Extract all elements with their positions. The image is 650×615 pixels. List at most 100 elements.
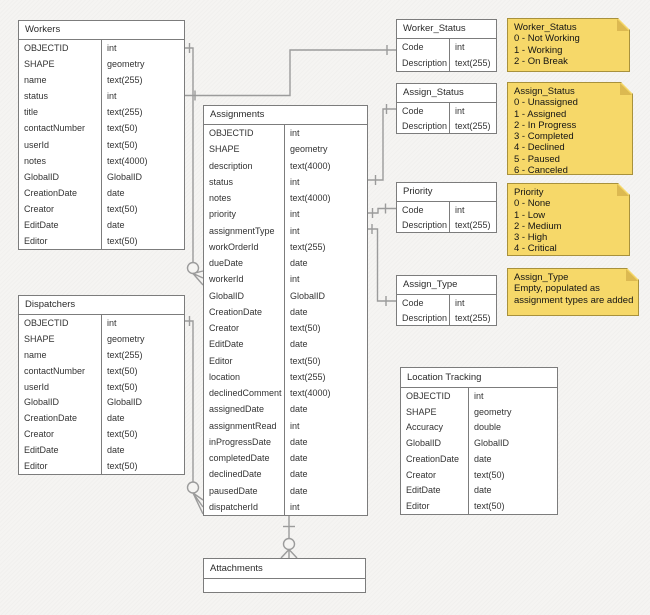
table-row: declinedDate date [204, 466, 367, 482]
field-name: Code [402, 204, 424, 215]
field-type: text(255) [455, 219, 491, 230]
note-line: assignment types are added [514, 294, 634, 306]
table-row: Creator text(50) [401, 467, 557, 483]
table-row: Creator text(50) [19, 426, 184, 442]
field-type: int [290, 274, 300, 285]
note-line: 0 - Unassigned [514, 97, 578, 109]
field-type: int [290, 420, 300, 431]
field-type: text(50) [474, 501, 505, 512]
field-type: text(50) [107, 139, 138, 150]
field-type: int [290, 176, 300, 187]
note-line: 3 - Completed [514, 131, 574, 143]
note-line: Priority [514, 187, 544, 198]
field-type: int [455, 105, 465, 116]
field-type: date [107, 219, 125, 230]
field-type: text(50) [290, 355, 321, 366]
field-name: contactNumber [24, 365, 86, 376]
field-type: GlobalID [107, 171, 143, 182]
field-name: pausedDate [209, 485, 258, 496]
field-name: declinedDate [209, 469, 262, 480]
field-type: text(50) [107, 429, 138, 440]
connector-assignments-assign-status[interactable] [368, 104, 396, 185]
field-type: text(50) [107, 235, 138, 246]
field-type: int [290, 128, 300, 139]
field-name: GlobalID [24, 397, 60, 408]
connector-workers-worker-status[interactable] [185, 45, 396, 101]
field-name: contactNumber [24, 123, 86, 134]
field-name: EditDate [209, 339, 244, 350]
field-name: Accuracy [406, 422, 444, 433]
connector-assignments-priority[interactable] [368, 203, 396, 219]
field-type: date [107, 413, 125, 424]
field-type: text(50) [290, 323, 321, 334]
entity-title: Location Tracking [401, 368, 557, 388]
note-line: 0 - None [514, 198, 551, 210]
entity-title: Workers [19, 21, 184, 40]
field-type: int [290, 209, 300, 220]
field-list [204, 579, 365, 592]
field-type: text(255) [107, 75, 143, 86]
field-name: Creator [24, 429, 55, 440]
field-name: GlobalID [24, 171, 60, 182]
field-type: GlobalID [290, 290, 326, 301]
entity-attachments[interactable]: Attachments [203, 558, 366, 593]
field-type: date [290, 469, 308, 480]
field-name: declinedComment [209, 388, 282, 399]
field-type: GlobalID [474, 438, 510, 449]
crow-foot [192, 492, 204, 515]
field-name: OBJECTID [24, 317, 69, 328]
field-name: CreationDate [24, 413, 78, 424]
connector-assignments-assign-type[interactable] [368, 224, 396, 306]
connector-workers-assignments[interactable] [185, 43, 204, 286]
field-name: Creator [406, 469, 437, 480]
field-name: status [24, 91, 49, 102]
field-type: text(255) [107, 107, 143, 118]
field-name: Description [402, 120, 448, 131]
field-name: SHAPE [209, 144, 240, 155]
note-line: 2 - On Break [514, 55, 568, 67]
field-name: OBJECTID [24, 43, 69, 54]
connector-assignments-attachments[interactable] [280, 516, 298, 559]
field-name: GlobalID [209, 290, 245, 301]
zero-circle [282, 537, 296, 551]
field-name: userId [24, 139, 50, 150]
field-type: geometry [107, 333, 145, 344]
table-row: GlobalID GlobalID [19, 169, 184, 185]
field-type: int [455, 42, 465, 52]
field-name: location [209, 371, 241, 382]
connector-dispatchers-assignments[interactable] [185, 316, 204, 515]
field-type: int [455, 297, 465, 308]
field-type: text(50) [474, 469, 505, 480]
